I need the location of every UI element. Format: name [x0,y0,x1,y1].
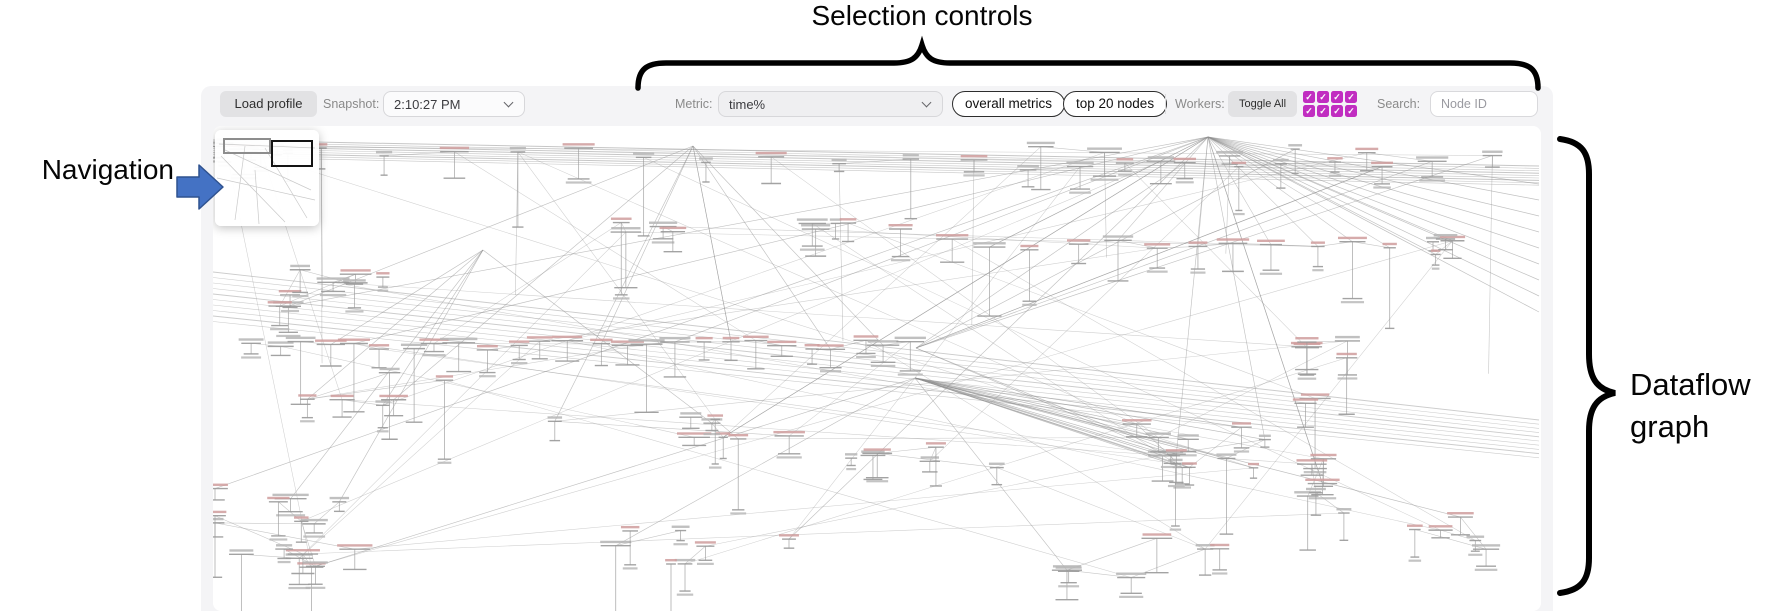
workers-label: Workers: [1175,97,1225,111]
selection-controls-brace [635,35,1541,91]
overall-metrics-button[interactable]: overall metrics [952,91,1066,117]
snapshot-select[interactable]: 2:10:27 PM [383,91,525,117]
snapshot-select-value: 2:10:27 PM [394,96,461,112]
snapshot-label: Snapshot: [323,97,380,111]
worker-checkbox-4[interactable] [1303,105,1315,117]
top-20-nodes-button[interactable]: top 20 nodes [1063,91,1168,117]
metric-select-value: time% [729,96,766,112]
worker-checkbox-6[interactable] [1331,105,1343,117]
minimap-viewport-handle[interactable] [271,140,313,167]
worker-checkbox-3[interactable] [1345,91,1357,103]
selection-controls-caption: Selection controls [811,0,1033,31]
worker-checkbox-grid [1303,91,1357,117]
dataflow-graph-canvas[interactable] [213,126,1541,611]
minimap-region-outline [223,138,271,154]
dataflow-graph-caption: Dataflow graph [1630,364,1751,448]
toggle-all-button[interactable]: Toggle All [1228,91,1297,117]
dataflow-caption-line2: graph [1630,409,1710,444]
toolbar: Load profile Snapshot: 2:10:27 PM Metric… [201,86,1553,122]
worker-checkbox-7[interactable] [1345,105,1357,117]
dataflow-graph-brace [1557,136,1616,596]
chevron-down-icon [921,97,932,108]
search-label: Search: [1377,97,1421,111]
worker-checkbox-2[interactable] [1331,91,1343,103]
dataflow-graph-panel [213,126,1541,611]
worker-checkbox-0[interactable] [1303,91,1315,103]
navigation-caption: Navigation [41,154,174,185]
dataflow-caption-line1: Dataflow [1630,367,1751,402]
worker-checkbox-5[interactable] [1317,105,1329,117]
search-input[interactable] [1430,91,1538,117]
metric-label: Metric: [675,97,713,111]
profiler-app-window: Load profile Snapshot: 2:10:27 PM Metric… [201,86,1553,611]
metric-select[interactable]: time% [718,91,943,117]
load-profile-button[interactable]: Load profile [220,91,317,117]
worker-checkbox-1[interactable] [1317,91,1329,103]
navigation-minimap[interactable] [215,130,319,226]
chevron-down-icon [503,97,514,108]
toolbar-divider [1165,94,1166,114]
